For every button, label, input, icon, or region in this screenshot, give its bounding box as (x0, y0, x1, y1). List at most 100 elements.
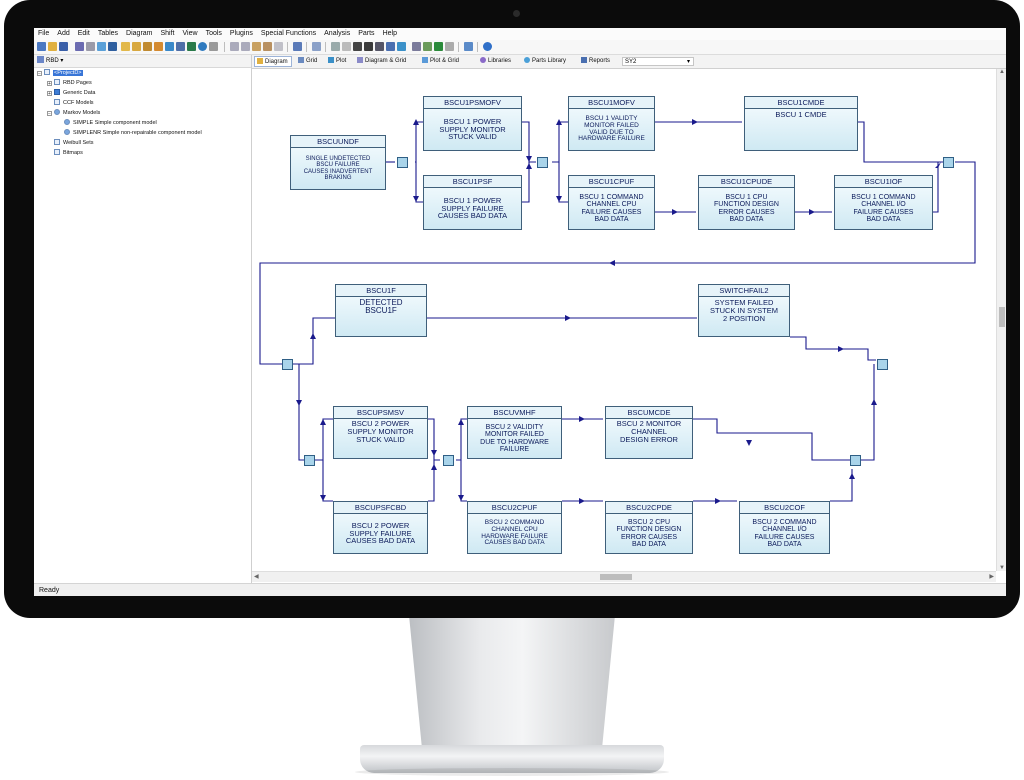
calc-icon[interactable] (434, 42, 443, 51)
tree-item-simple[interactable]: SIMPLE Simple component model (64, 119, 157, 127)
collapse-icon[interactable]: − (47, 111, 52, 117)
align-icon[interactable] (331, 42, 340, 51)
junction-node[interactable] (537, 157, 548, 168)
junction-node[interactable] (850, 455, 861, 466)
tree-item-weibull-sets[interactable]: Weibull Sets (54, 139, 93, 147)
rbd-block-bscu1cmde[interactable]: BSCU1CMDE BSCU 1 CMDE (744, 96, 858, 151)
folder-icon[interactable] (121, 42, 130, 51)
link-icon[interactable] (97, 42, 106, 51)
tab-grid[interactable]: Grid (296, 56, 320, 67)
tree-icon[interactable] (187, 42, 196, 51)
tree-item-simplenr[interactable]: SIMPLENR Simple non-repairable component… (64, 129, 202, 137)
tab-diagram[interactable]: Diagram (254, 56, 292, 67)
text-icon[interactable] (86, 42, 95, 51)
tag-icon[interactable] (143, 42, 152, 51)
menu-special-functions[interactable]: Special Functions (260, 30, 317, 37)
menu-diagram[interactable]: Diagram (126, 30, 153, 37)
bar-chart-icon[interactable] (397, 42, 406, 51)
save-icon[interactable] (59, 42, 68, 51)
flag-icon[interactable] (154, 42, 163, 51)
open-icon[interactable] (48, 42, 57, 51)
chevron-down-icon[interactable]: ▾ (686, 59, 690, 65)
tab-plot-grid[interactable]: Plot & Grid (420, 56, 462, 67)
junction-node[interactable] (282, 359, 293, 370)
tree-item-bitmaps[interactable]: Bitmaps (54, 149, 83, 157)
paste-special-icon[interactable] (263, 42, 272, 51)
vertical-scrollbar[interactable]: ▲ ▼ (996, 69, 1006, 571)
menu-parts[interactable]: Parts (358, 30, 375, 37)
tree-item-rbd-pages[interactable]: +RBD Pages (47, 79, 92, 87)
junction-node[interactable] (443, 455, 454, 466)
menu-view[interactable]: View (182, 30, 198, 37)
horizontal-scrollbar[interactable]: ◀ ▶ (252, 571, 996, 582)
formula-icon[interactable] (423, 42, 432, 51)
wand-icon[interactable] (412, 42, 421, 51)
tab-reports[interactable]: Reports (579, 56, 613, 67)
help-icon[interactable] (483, 42, 492, 51)
tree-item-ccf-models[interactable]: CCF Models (54, 99, 94, 107)
vertical-scroll-thumb[interactable] (999, 307, 1005, 327)
system-select[interactable]: SY2▾ (622, 57, 694, 66)
edit-icon[interactable] (75, 42, 84, 51)
scroll-right-icon[interactable]: ▶ (989, 574, 994, 580)
new-icon[interactable] (37, 42, 46, 51)
report-icon[interactable] (386, 42, 395, 51)
menu-tools[interactable]: Tools (205, 30, 222, 37)
image-icon[interactable] (375, 42, 384, 51)
copy2-icon[interactable] (241, 42, 250, 51)
junction-node[interactable] (304, 455, 315, 466)
menu-tables[interactable]: Tables (97, 30, 119, 37)
menu-shift[interactable]: Shift (160, 30, 175, 37)
menu-edit[interactable]: Edit (77, 30, 90, 37)
chevron-down-icon[interactable]: ▾ (58, 58, 64, 64)
grid-icon[interactable] (176, 42, 185, 51)
menu-analysis[interactable]: Analysis (324, 30, 351, 37)
tree-item-generic-data[interactable]: +Generic Data (47, 89, 96, 97)
globe-icon[interactable] (198, 42, 207, 51)
menu-plugins[interactable]: Plugins (229, 30, 253, 37)
search-icon[interactable] (464, 42, 473, 51)
junction-node[interactable] (397, 157, 408, 168)
paste-icon[interactable] (252, 42, 261, 51)
menu-add[interactable]: Add (57, 30, 70, 37)
table-icon[interactable] (108, 42, 117, 51)
number-icon[interactable] (445, 42, 454, 51)
rbd-dropdown[interactable]: RBD (46, 58, 59, 64)
scroll-down-icon[interactable]: ▼ (999, 565, 1005, 571)
horizontal-scroll-thumb[interactable] (600, 574, 632, 580)
tab-diagram-grid[interactable]: Diagram & Grid (355, 56, 409, 67)
scroll-up-icon[interactable]: ▲ (999, 69, 1005, 75)
list-icon[interactable] (353, 42, 362, 51)
tab-plot[interactable]: Plot (326, 56, 349, 67)
tree-item-project[interactable]: −<ProjectD> (37, 69, 83, 77)
chart-icon[interactable] (165, 42, 174, 51)
expand-icon[interactable]: + (47, 91, 52, 97)
scroll-left-icon[interactable]: ◀ (254, 574, 259, 580)
network-icon[interactable] (364, 42, 373, 51)
menu-help[interactable]: Help (382, 30, 397, 37)
cut-icon[interactable] (230, 42, 239, 51)
undo-icon[interactable] (293, 42, 302, 51)
menu-file[interactable]: File (38, 30, 50, 37)
expand-icon[interactable]: + (47, 81, 52, 87)
delete-icon[interactable] (274, 42, 283, 51)
page-icon[interactable] (312, 42, 321, 51)
junction-node[interactable] (943, 157, 954, 168)
